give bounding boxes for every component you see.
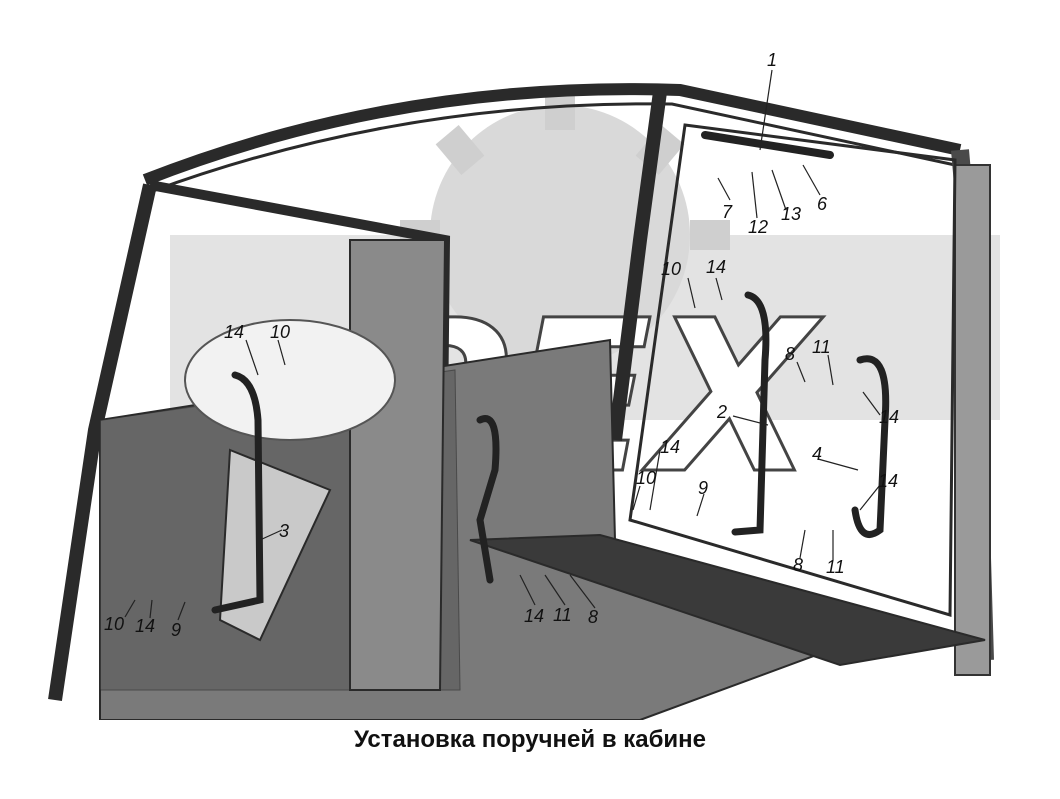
handrail-1 — [701, 131, 834, 159]
callout-6: 6 — [817, 194, 828, 214]
callout-8: 8 — [793, 555, 803, 575]
callout-2: 2 — [716, 402, 727, 422]
callout-14: 14 — [706, 257, 726, 277]
callout-4: 4 — [812, 444, 822, 464]
callout-9: 9 — [698, 478, 708, 498]
callout-10: 10 — [636, 468, 656, 488]
callout-8: 8 — [785, 344, 795, 364]
callout-14: 14 — [878, 471, 898, 491]
callout-1: 1 — [767, 50, 777, 70]
callout-10: 10 — [661, 259, 681, 279]
callout-7: 7 — [722, 202, 733, 222]
figure-caption: Установка поручней в кабине — [353, 726, 707, 753]
callout-14: 14 — [660, 437, 680, 457]
callout-10: 10 — [270, 322, 290, 342]
callout-14: 14 — [135, 616, 155, 636]
cab-body — [48, 83, 994, 720]
callout-3: 3 — [279, 521, 289, 541]
callout-11: 11 — [812, 337, 831, 357]
callouts: 1 7 12 13 6 10 14 14 10 8 11 2 14 4 14 1… — [104, 50, 899, 640]
callout-8: 8 — [588, 607, 598, 627]
callout-13: 13 — [781, 204, 801, 224]
callout-14: 14 — [879, 407, 899, 427]
handrails — [211, 131, 890, 614]
callout-11: 11 — [826, 557, 845, 577]
handrail-3 — [211, 371, 264, 614]
callout-9: 9 — [171, 620, 181, 640]
handrail-4 — [851, 355, 890, 538]
callout-11: 11 — [553, 605, 572, 625]
leader-lines — [124, 69, 881, 621]
callout-14: 14 — [524, 606, 544, 626]
callout-14: 14 — [224, 322, 244, 342]
handrail-2 — [731, 291, 770, 536]
callout-12: 12 — [748, 217, 768, 237]
handrail-center — [476, 415, 500, 584]
cab-handrails-drawing: РЕХ — [48, 50, 1000, 720]
callout-10: 10 — [104, 614, 124, 634]
